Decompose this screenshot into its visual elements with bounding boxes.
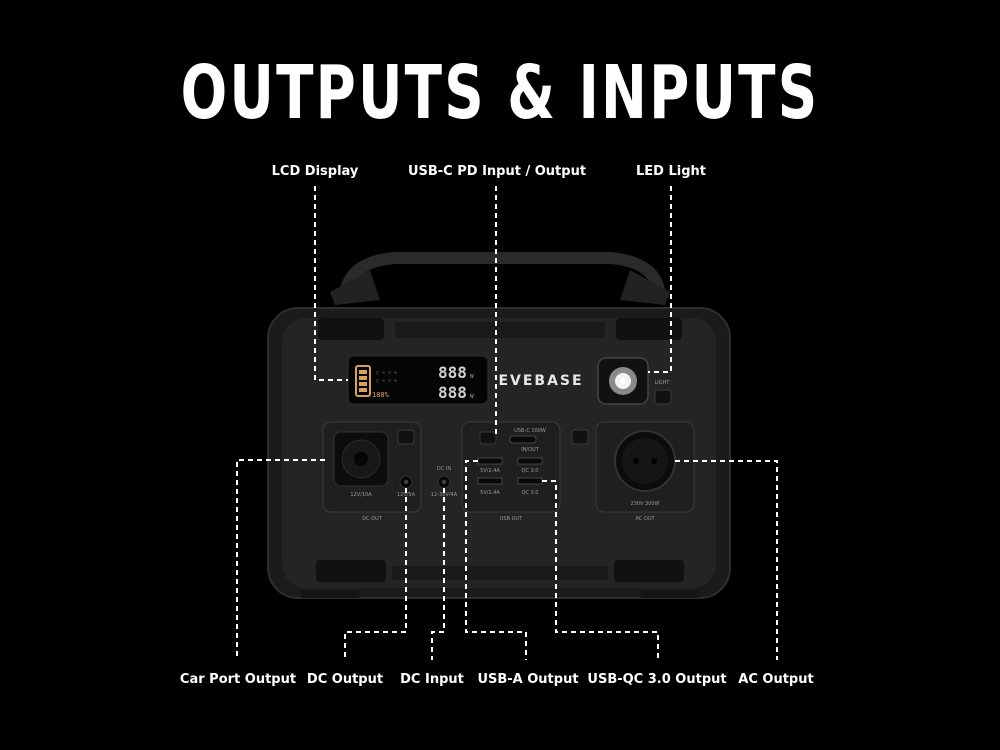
brand-logo: EVEBASE (498, 373, 583, 389)
inout-label: IN/OUT (521, 447, 539, 453)
dc-in-port: DC IN 12-30V/4A (431, 466, 458, 498)
light-label: LIGHT (655, 380, 671, 386)
lcd-digits-bottom: 888 (438, 383, 467, 402)
qc-label-2: QC 3.0 (522, 490, 539, 496)
dc-output-label: DC Output (306, 672, 384, 687)
page-title: OUTPUTS & INPUTS (180, 50, 820, 136)
ac-out-label: AC OUT (635, 516, 655, 522)
lcd-unit-bottom: W (470, 393, 474, 400)
callout-lines (236, 186, 778, 660)
usb-button[interactable] (479, 431, 497, 445)
dc-in-label: DC IN (437, 466, 451, 472)
dc-out-button[interactable] (397, 429, 415, 445)
lcd-percent: 188% (372, 391, 390, 399)
dc-output-leader (344, 488, 407, 660)
ac-socket-icon (614, 430, 676, 492)
light-button[interactable] (654, 389, 672, 405)
led-light-label: LED Light (636, 164, 706, 179)
ac-out-panel: 230V 300W AC OUT (595, 421, 695, 522)
lcd-leader (314, 186, 348, 381)
led-light-icon (597, 357, 649, 405)
usb-qc-leader (542, 480, 659, 660)
ac-output-leader (675, 460, 778, 660)
dc-rating: 12V/5A (397, 492, 416, 498)
carry-handle (330, 252, 670, 305)
usb-out-panel: USB-C 100W IN/OUT 5V/2.4A QC 3.0 5V/2.4A… (461, 421, 561, 522)
ac-output-label: AC Output (738, 672, 814, 687)
lcd-digits-top: 888 (438, 363, 467, 382)
car-port-label: Car Port Output (179, 672, 297, 687)
svg-text:○ ≈ ○ ≈: ○ ≈ ○ ≈ (376, 378, 397, 384)
usb-qc-label: USB-QC 3.0 Output (587, 672, 727, 687)
usbc-rating: USB-C 100W (514, 428, 546, 434)
car-rating: 12V/10A (350, 492, 372, 498)
lcd-display-label: LCD Display (271, 164, 359, 179)
usb-a-leader (465, 460, 527, 660)
dc-in-rating: 12-30V/4A (431, 492, 458, 498)
lcd-unit-top: W (470, 373, 474, 380)
led-leader (648, 186, 672, 373)
ac-button[interactable] (571, 429, 589, 445)
usbc-pd-label: USB-C PD Input / Output (407, 164, 587, 179)
battery-icon (355, 365, 371, 397)
lcd-display: ○ ≈ ○ ≈ ○ ≈ ○ ≈ 188% 888 888 W W (347, 355, 489, 405)
ac-rating: 230V 300W (630, 501, 659, 507)
qc-label-1: QC 3.0 (522, 468, 539, 474)
dc-out-panel: 12V/10A 12V/5A DC OUT (322, 421, 422, 522)
usb-out-label: USB OUT (500, 516, 523, 522)
usb-a-label: USB-A Output (477, 672, 579, 687)
usba-rating-1: 5V/2.4A (480, 468, 500, 474)
svg-text:○ ≈ ○ ≈: ○ ≈ ○ ≈ (376, 370, 397, 376)
usba-rating-2: 5V/2.4A (480, 490, 500, 496)
dc-input-label: DC Input (400, 672, 464, 687)
dc-out-label: DC OUT (362, 516, 383, 522)
car-port-leader (236, 459, 325, 660)
dc-input-leader (431, 488, 445, 660)
